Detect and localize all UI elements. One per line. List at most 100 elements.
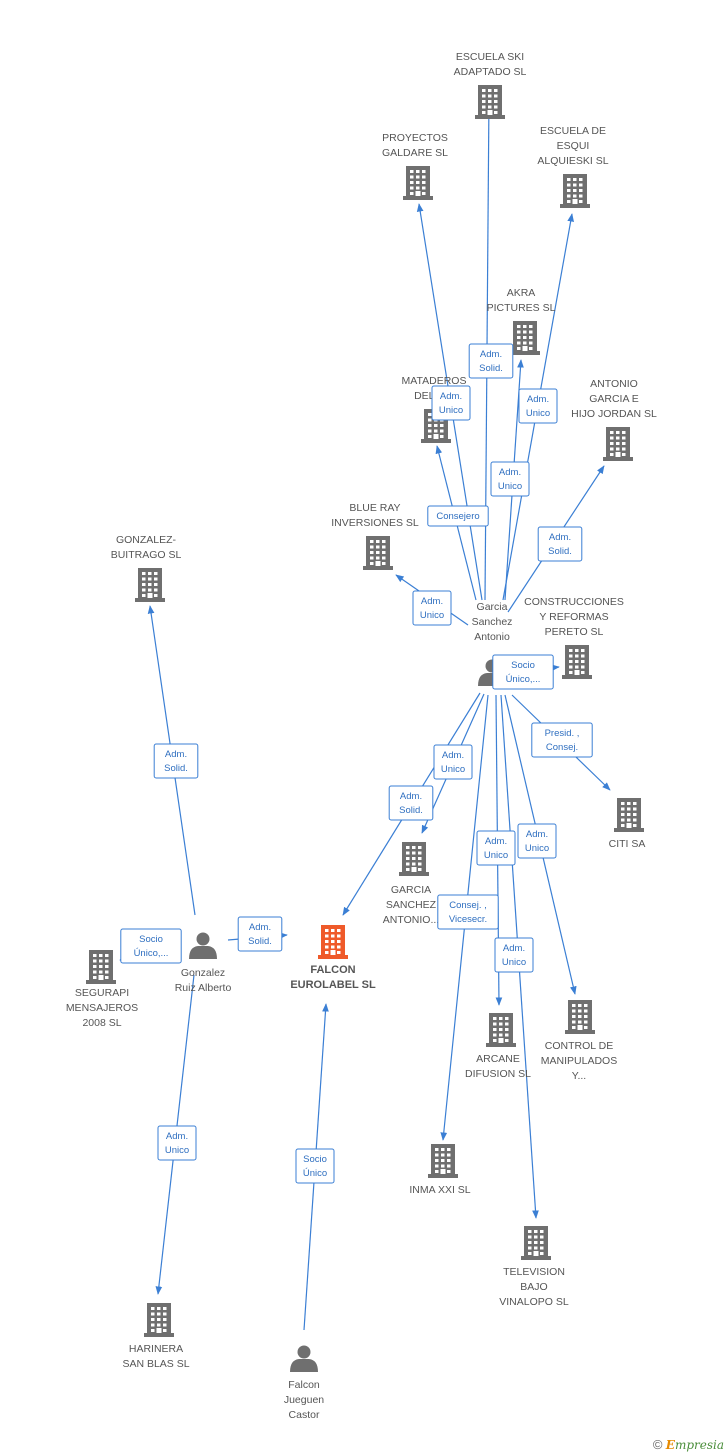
edge-label-text: Adm. [526,829,548,840]
main-building-icon [318,925,348,959]
node-inma[interactable]: INMA XXI SL [409,1144,471,1196]
node-label: CONSTRUCCIONES [524,596,624,608]
edge-label-text: Adm. [480,349,502,360]
edge-label-text: Adm. [166,1131,188,1142]
edge-label-text: Unico [502,957,526,968]
edge-label-text: Unico [441,764,465,775]
edge-label-text: Presid. , [545,728,580,739]
building-icon [399,842,429,876]
node-label: Y... [572,1070,586,1082]
edge-label-gra-to-segurapi[interactable]: SocioÚnico,... [120,928,182,964]
edge-label-gra-to-gonzalezbuitrago[interactable]: Adm.Solid. [153,743,199,779]
node-label: SANCHEZ [386,899,437,911]
edge-label-text: Unico [439,405,463,416]
edge-label-text: Socio [139,934,163,945]
node-label: CITI SA [609,838,646,850]
node-label: BLUE RAY [349,502,400,514]
node-label: Ruiz Alberto [175,982,232,994]
edge-label-text: Adm. [440,391,462,402]
edge-label-gsa-to-blueray[interactable]: Adm. Unico [412,590,452,626]
building-icon [428,1144,458,1178]
building-icon [86,950,116,984]
node-label: Garcia [477,601,508,613]
node-label: SAN BLAS SL [122,1358,189,1370]
edge-label-text: Adm. [549,532,571,543]
edge-label-gsa-to-akra[interactable]: Adm.Unico [490,461,530,497]
edge-label-gsa-to-proyectos[interactable]: Adm. Unico [431,385,471,421]
edge-label-gsa-to-television[interactable]: Adm.Unico [494,937,534,973]
node-label: ESQUI [557,140,590,152]
node-label: Sanchez [472,616,513,628]
building-icon [603,427,633,461]
edge-label-gsa-to-inma[interactable]: Consej. , Vicesecr. [437,894,499,930]
node-label: ESCUELA SKI [456,51,524,63]
edge-label-gsa-to-antoniogarcia[interactable]: Adm.Solid. [537,526,583,562]
edge-label-text: Socio [511,660,535,671]
edge-label-text: Consej. , [449,900,487,911]
edge-label-gsa-to-falcon[interactable]: Adm.Solid. [388,785,434,821]
edge-label-gra-to-falcon[interactable]: Adm. Solid. [237,916,283,952]
edge-label-text: Unico [165,1145,189,1156]
building-icon [475,85,505,119]
edge-label-text: Adm. [442,750,464,761]
node-label: SEGURAPI [75,987,129,999]
node-label: GONZALEZ- [116,534,177,546]
edge-label-gra-to-harinera[interactable]: Adm. Unico [157,1125,197,1161]
node-label: TELEVISION [503,1266,565,1278]
edge-label-text: Adm. [421,596,443,607]
node-gonzalezbuitrago[interactable]: GONZALEZ-BUITRAGO SL [111,534,182,602]
edge-label-text: Consej. [546,742,578,753]
building-icon [562,645,592,679]
node-label: AKRA [507,287,536,299]
brand-logo: Empresia [665,1438,724,1452]
building-icon [135,568,165,602]
edge-label-text: Unico [525,843,549,854]
edge-label-gsa-to-eskiadapt[interactable]: Adm. Solid. [468,343,514,379]
edge-label-gsa-to-garciasanchez[interactable]: Adm. Unico [433,744,473,780]
edge-label-text: Solid. [248,936,272,947]
edge-label-gsa-to-mataderos[interactable]: Consejero [427,505,489,527]
node-control[interactable]: CONTROL DEMANIPULADOSY... [541,1000,617,1082]
edge-label-text: Unico [420,610,444,621]
edge-label-text: Solid. [479,363,503,374]
node-label: Antonio [474,631,510,643]
node-label: 2008 SL [82,1017,121,1029]
edge-labels-layer: Adm.Solid.Adm.UnicoAdm.UnicoAdm.UnicoCon… [120,343,593,1184]
building-icon [144,1303,174,1337]
building-icon [521,1226,551,1260]
node-garciasanchez[interactable]: GARCIASANCHEZANTONIO... [383,842,439,926]
edge-label-gsa-to-citi[interactable]: Presid. , Consej. [531,722,593,758]
building-icon [565,1000,595,1034]
edge-label-text: Vicesecr. [449,914,487,925]
building-icon [560,174,590,208]
node-label: Falcon [288,1379,320,1391]
edge-label-text: Adm. [249,922,271,933]
edge-label-gsa-to-escuelaesqui[interactable]: Adm.Unico [518,388,558,424]
edge-label-gsa-to-control[interactable]: Adm. Unico [517,823,557,859]
footer-brand[interactable]: © Empresia [653,1437,724,1452]
building-icon [363,536,393,570]
edge-label-gsa-to-arcane[interactable]: Adm.Unico [476,830,516,866]
edge-label-text: Adm. [499,467,521,478]
edge-label-text: Consejero [436,511,479,522]
node-citi[interactable]: CITI SA [609,798,646,850]
edge-label-gsa-to-construcciones[interactable]: SocioÚnico,... [492,654,554,690]
edge-label-text: Adm. [400,791,422,802]
